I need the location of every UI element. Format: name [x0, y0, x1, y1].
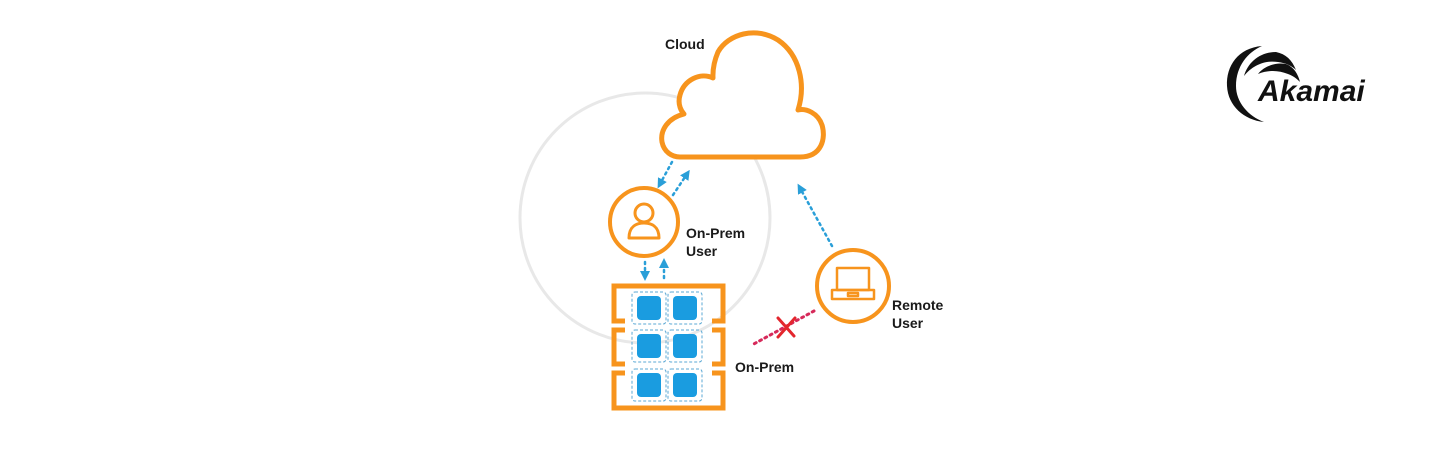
onprem-user-node: On-Prem User: [608, 186, 745, 259]
akamai-logo: Akamai: [1226, 46, 1365, 122]
cloud-icon: [659, 30, 826, 160]
akamai-swoosh-icon: [1226, 46, 1300, 122]
datacenter-icon: [611, 283, 726, 411]
server-tiles: [631, 291, 703, 402]
remote-to-onprem-blocked: [750, 309, 816, 347]
server-tile: [673, 296, 697, 320]
onprem-user-label-line2: User: [686, 243, 718, 259]
laptop-icon: [830, 266, 876, 301]
remote-user-label-line2: User: [892, 315, 924, 331]
remote-user-label-line1: Remote: [892, 297, 944, 313]
server-tile: [673, 373, 697, 397]
remote-user-node: Remote User: [815, 248, 944, 331]
server-tile: [637, 373, 661, 397]
cloud-node: Cloud: [659, 30, 826, 160]
server-tile: [637, 296, 661, 320]
arrow-to-cloud: [671, 169, 690, 197]
user-icon: [627, 202, 661, 240]
server-tile: [673, 334, 697, 358]
onprem-label: On-Prem: [735, 359, 794, 375]
cloud-label: Cloud: [665, 36, 705, 52]
x-icon: [776, 316, 797, 339]
arrow-to-user: [657, 160, 674, 189]
onprem-user-label-line1: On-Prem: [686, 225, 745, 241]
cloud-onprem-user-link: [657, 160, 690, 197]
onprem-user-datacenter-link: [640, 258, 669, 281]
server-tile: [637, 334, 661, 358]
remote-to-cloud-arrow: [797, 183, 834, 248]
akamai-logo-text: Akamai: [1257, 75, 1365, 108]
onprem-datacenter-node: On-Prem: [611, 283, 794, 411]
